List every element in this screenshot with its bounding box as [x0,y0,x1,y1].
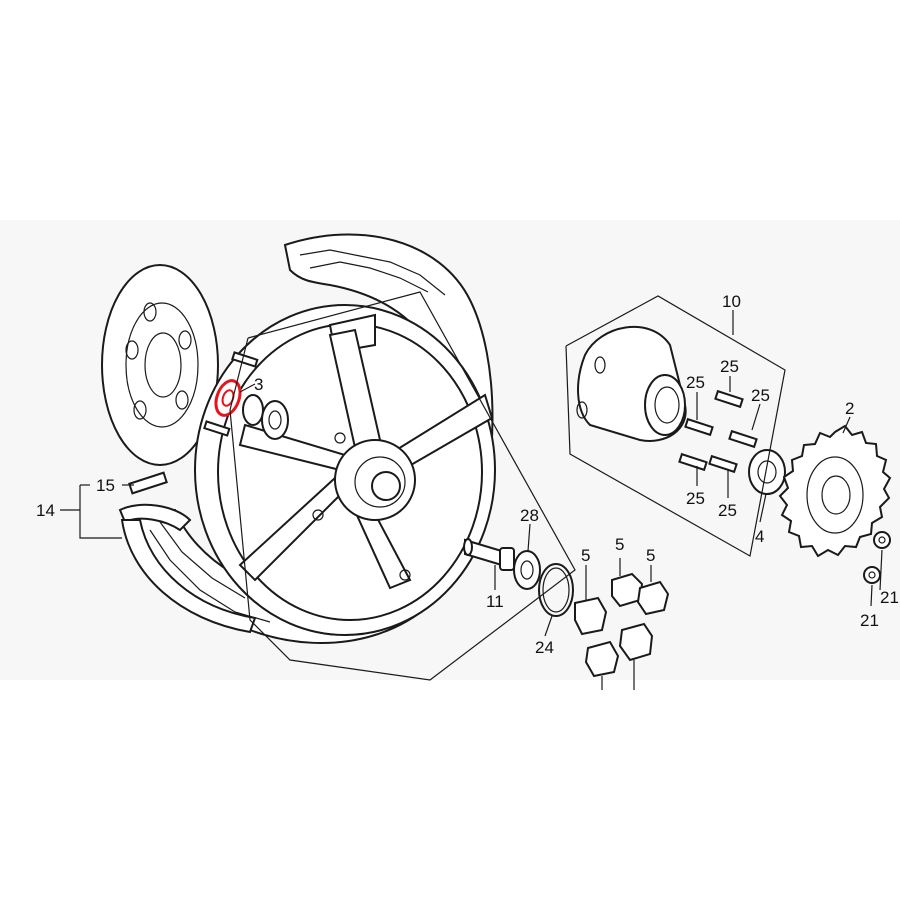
drive-sprocket [778,424,892,558]
right-bearing [513,550,541,590]
callout-21b: 21 [860,611,879,630]
valve-stem [128,471,168,495]
damper-rubbers [574,572,670,678]
callout-24: 24 [535,638,554,657]
callout-21a: 21 [880,588,899,607]
callout-4: 4 [755,527,764,546]
wheel-rim [194,304,496,636]
callout-25a: 25 [720,357,739,376]
callout-25c: 25 [751,386,770,405]
leader-lines [60,310,883,690]
sprocket-studs [678,389,758,474]
callout-14: 14 [36,501,55,520]
callout-10: 10 [722,292,741,311]
callout-5c: 5 [646,546,655,565]
callout-28: 28 [520,506,539,525]
callout-11: 11 [486,592,504,611]
callout-25e: 25 [718,501,737,520]
disc-bolts [203,351,259,437]
flange-assembly-outline [565,295,786,557]
callout-25d: 25 [686,489,705,508]
axle [463,538,515,571]
callout-2: 2 [845,399,854,418]
flange-bearing [748,449,786,495]
callout-3: 3 [254,375,263,394]
callout-5a: 5 [581,546,590,565]
wheel-assembly-outline [229,291,576,681]
sprocket-nuts [863,531,891,584]
callout-25b: 25 [686,373,705,392]
inner-tube [118,503,257,634]
sprocket-flange [576,326,687,442]
brake-disc [101,264,219,466]
o-ring [538,563,574,617]
callout-15: 15 [96,476,115,495]
left-bearing-stack [242,394,289,440]
callout-5b: 5 [615,535,624,554]
